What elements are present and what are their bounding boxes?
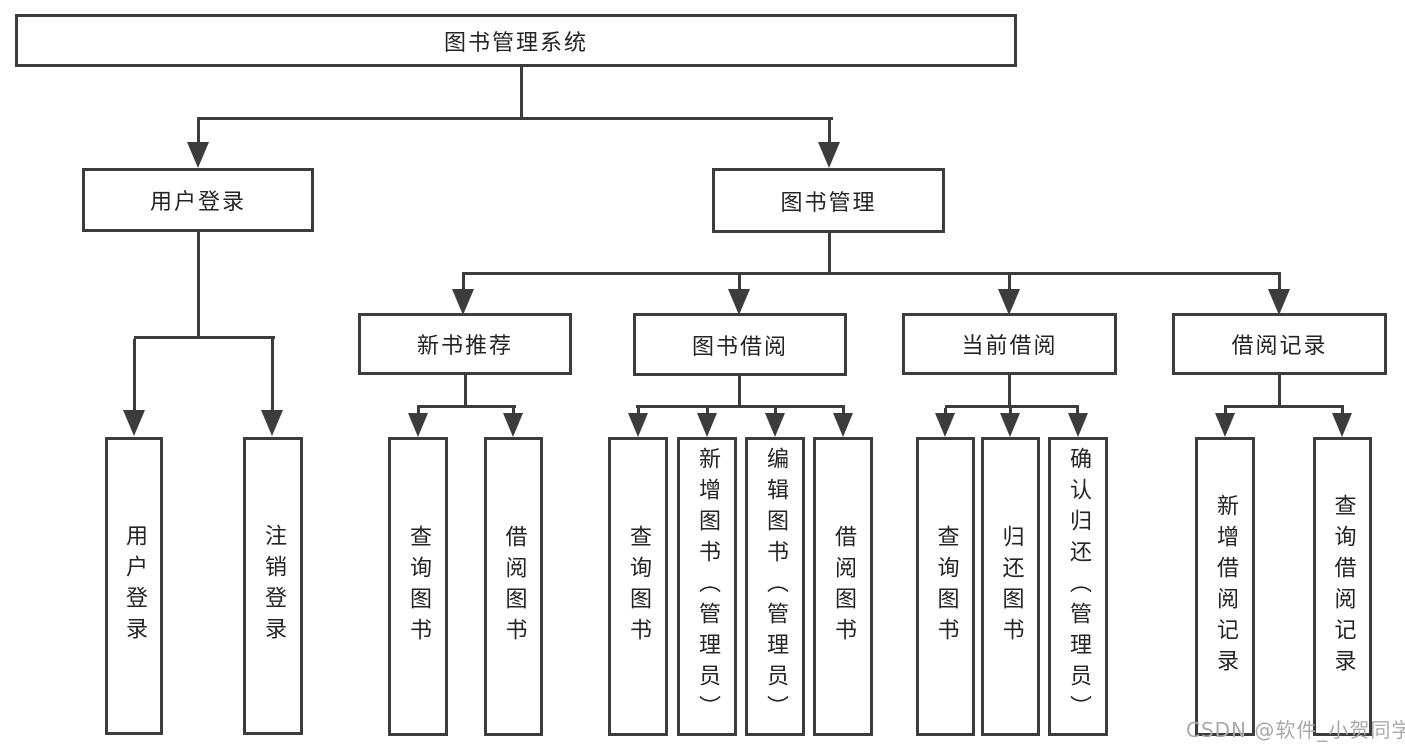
leaf-label: 注销登录	[261, 524, 286, 648]
edge-stem	[1009, 408, 1012, 415]
leaf-label: 借阅图书	[831, 524, 856, 649]
leaf-label: 归还图书	[998, 524, 1024, 649]
leaf-current-query-books: 查询图书	[916, 437, 975, 736]
node-label: 当前借阅	[961, 334, 1058, 359]
leaf-label: 用户登录	[122, 524, 147, 648]
edge-user-login-split	[134, 336, 275, 339]
arrow-down-icon	[1268, 289, 1290, 315]
leaf-label: 查询图书	[933, 524, 959, 649]
node-library-management-system: 图书管理系统	[15, 14, 1017, 67]
edge-trunk	[1008, 375, 1011, 405]
leaf-label: 查询借阅记录	[1330, 493, 1356, 680]
leaf-label: 新增图书（管理员）	[695, 447, 720, 726]
leaf-label: 借阅图书	[501, 524, 527, 649]
edge-trunk	[1278, 375, 1281, 405]
arrow-down-icon	[503, 413, 523, 437]
node-book-management: 图书管理	[712, 168, 945, 233]
edge-stem	[133, 339, 136, 411]
arrow-down-icon	[408, 413, 428, 437]
csdn-watermark: CSDN @软件_小贺同学	[1186, 718, 1405, 742]
node-label: 图书管理	[780, 190, 877, 216]
edge-level3-branch	[462, 272, 1281, 275]
leaf-label: 确认归还（管理员）	[1066, 447, 1091, 726]
node-user-login: 用户登录	[82, 168, 314, 232]
edge-level2-branch	[197, 117, 833, 120]
edge-stem	[1076, 408, 1079, 415]
leaf-label: 查询图书	[406, 524, 431, 649]
edge-stem	[1224, 408, 1227, 415]
arrow-down-icon	[261, 410, 283, 436]
node-label: 图书借阅	[691, 334, 788, 360]
edge-stem	[706, 408, 709, 415]
edge-stem	[1278, 275, 1281, 291]
edge-stem	[828, 120, 831, 144]
edge-stem	[1341, 408, 1344, 415]
arrow-down-icon	[1068, 413, 1088, 437]
node-new-book-recommend: 新书推荐	[358, 313, 572, 375]
edge-stem	[774, 408, 777, 415]
leaf-add-borrow-record: 新增借阅记录	[1195, 437, 1255, 736]
edge-stem	[637, 408, 640, 415]
edge-stem	[197, 120, 200, 144]
arrow-down-icon	[1332, 413, 1352, 437]
arrow-down-icon	[697, 413, 717, 437]
leaf-logout: 注销登录	[243, 437, 303, 735]
arrow-down-icon	[123, 410, 145, 436]
edge-split	[636, 405, 845, 408]
edge-stem	[417, 408, 420, 415]
edge-split	[1224, 405, 1344, 408]
arrow-down-icon	[728, 289, 750, 315]
edge-stem	[512, 408, 515, 415]
edge-split	[945, 405, 1079, 408]
arrow-down-icon	[452, 289, 474, 315]
edge-book-management-trunk	[828, 233, 831, 272]
leaf-label: 编辑图书（管理员）	[763, 447, 788, 726]
arrow-down-icon	[833, 413, 853, 437]
arrow-down-icon	[187, 142, 209, 168]
leaf-label: 新增借阅记录	[1213, 493, 1238, 680]
leaf-add-book-admin: 新增图书（管理员）	[677, 437, 737, 736]
edge-user-login-trunk	[197, 232, 200, 336]
arrow-down-icon	[998, 289, 1020, 315]
leaf-user-login: 用户登录	[105, 437, 163, 735]
leaf-borrow-borrow-books: 借阅图书	[813, 437, 873, 736]
leaf-query-borrow-record: 查询借阅记录	[1313, 437, 1372, 736]
edge-stem	[462, 275, 465, 291]
node-borrow-records: 借阅记录	[1172, 313, 1387, 375]
edge-stem	[271, 339, 274, 411]
arrow-down-icon	[1000, 413, 1020, 437]
edge-split	[417, 405, 516, 408]
leaf-new-borrow-books: 借阅图书	[484, 437, 543, 736]
edge-stem	[1008, 275, 1011, 291]
leaf-label: 查询图书	[626, 524, 651, 649]
leaf-return-book: 归还图书	[981, 437, 1040, 736]
node-label: 借阅记录	[1231, 334, 1328, 359]
node-book-borrow: 图书借阅	[633, 313, 847, 376]
edge-stem	[842, 408, 845, 415]
node-current-borrow: 当前借阅	[902, 313, 1117, 375]
leaf-new-query-books: 查询图书	[388, 437, 448, 736]
edge-stem	[944, 408, 947, 415]
arrow-down-icon	[1215, 413, 1235, 437]
arrow-down-icon	[628, 413, 648, 437]
node-label: 新书推荐	[416, 334, 513, 359]
node-label: 图书管理系统	[443, 30, 588, 56]
arrow-down-icon	[818, 142, 840, 168]
edge-stem	[738, 275, 741, 291]
edge-trunk	[464, 375, 467, 405]
leaf-borrow-query-books: 查询图书	[608, 437, 668, 736]
edge-root-trunk	[520, 67, 523, 119]
node-label: 用户登录	[149, 190, 246, 215]
leaf-confirm-return-admin: 确认归还（管理员）	[1048, 437, 1108, 736]
leaf-edit-book-admin: 编辑图书（管理员）	[745, 437, 805, 736]
arrow-down-icon	[765, 413, 785, 437]
edge-trunk	[738, 376, 741, 405]
arrow-down-icon	[935, 413, 955, 437]
